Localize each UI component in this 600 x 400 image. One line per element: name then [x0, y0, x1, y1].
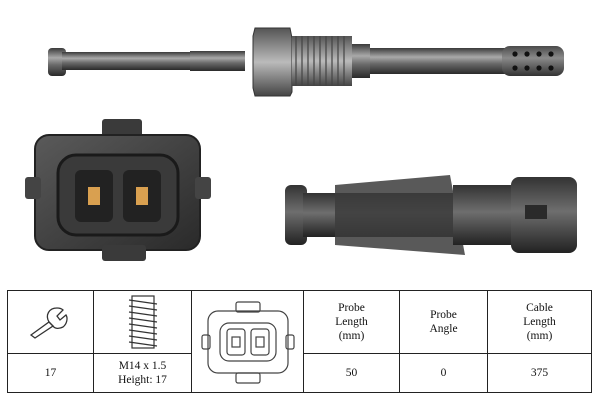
- cable-length-header: Cable Length (mm): [487, 290, 592, 354]
- spec-table: Probe Length (mm) Probe Angle Cable Leng…: [7, 290, 592, 393]
- cable-length-value: 375: [487, 353, 592, 393]
- probe-length-value: 50: [303, 353, 400, 393]
- connector-front-image: [25, 119, 211, 261]
- wrench-cell: [7, 290, 94, 354]
- probe-length-header: Probe Length (mm): [303, 290, 400, 354]
- thread-spec-value: M14 x 1.5 Height: 17: [93, 353, 192, 393]
- probe-angle-header: Probe Angle: [399, 290, 488, 354]
- connector-outline-cell: [191, 290, 304, 393]
- connector-side-image: [285, 175, 577, 255]
- probe-angle-value: 0: [399, 353, 488, 393]
- wrench-size-value: 17: [7, 353, 94, 393]
- wrench-icon: [29, 307, 68, 339]
- thread-cell: [93, 290, 192, 354]
- connector-outline-icon: [200, 300, 295, 384]
- probe-sensor-image: [48, 27, 564, 97]
- thread-icon: [128, 295, 157, 349]
